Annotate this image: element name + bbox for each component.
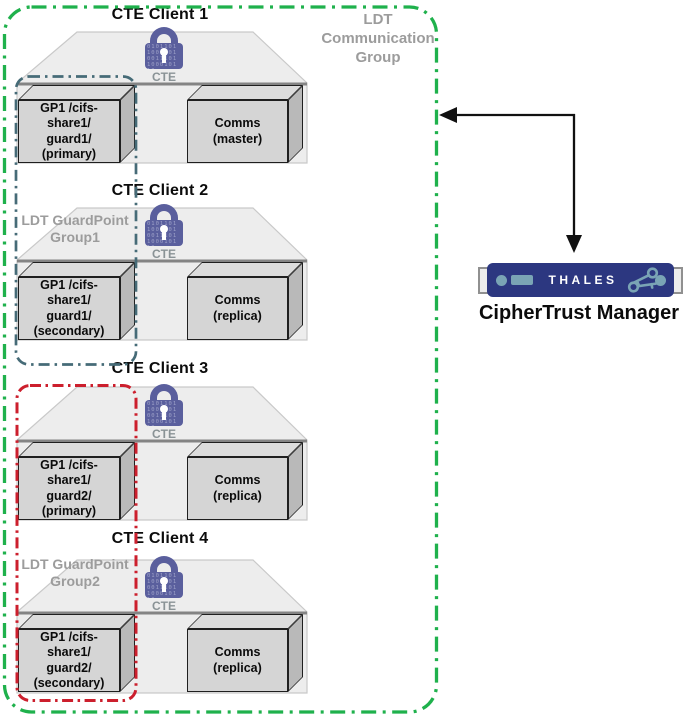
lock-body: 010110110010010011101100010110 <box>145 220 183 246</box>
led-circle-icon <box>655 274 666 286</box>
guardpoint-box-label: GP1 /cifs- share1/ guard2/ (primary) <box>40 457 98 519</box>
guardpoint-group2-label: LDT GuardPoint Group2 <box>21 556 129 589</box>
client-title: CTE Client 4 <box>111 530 209 547</box>
lock-body: 010110110010010011101100010110 <box>145 400 183 426</box>
comms-box: Comms (replica) <box>187 442 303 520</box>
cte-lock-icon: 010110110010010011101100010110 CTE <box>144 203 184 261</box>
arrowhead-down <box>566 235 582 253</box>
cte-lock-icon: 010110110010010011101100010110 CTE <box>144 26 184 84</box>
comms-box-label: Comms (replica) <box>213 293 262 323</box>
ciphertrust-manager-label: CipherTrust Manager <box>478 302 680 324</box>
comms-box: Comms (master) <box>187 85 303 163</box>
connection-arrow <box>439 107 582 253</box>
thales-logo: THALES <box>548 273 618 287</box>
guardpoint-box-label: GP1 /cifs- share1/ guard2/ (secondary) <box>33 629 105 691</box>
guardpoint-box-label: GP1 /cifs- share1/ guard1/ (secondary) <box>33 277 105 339</box>
led-circle-icon <box>496 274 507 286</box>
led-bar-icon <box>511 275 533 285</box>
arrowhead-left <box>439 107 457 123</box>
guardpoint-box-label: GP1 /cifs- share1/ guard1/ (primary) <box>40 100 98 162</box>
guardpoint-box: GP1 /cifs- share1/ guard1/ (secondary) <box>18 262 135 340</box>
client-title: CTE Client 1 <box>111 6 209 23</box>
comms-box: Comms (replica) <box>187 262 303 340</box>
cte-lock-icon: 010110110010010011101100010110 CTE <box>144 383 184 441</box>
ciphertrust-manager-appliance: THALES <box>487 263 674 297</box>
lock-body: 010110110010010011101100010110 <box>145 572 183 598</box>
cte-lock-icon: 010110110010010011101100010110 CTE <box>144 555 184 613</box>
comms-box: Comms (replica) <box>187 614 303 692</box>
lock-keyhole-stem <box>162 54 166 63</box>
lock-keyhole-stem <box>162 231 166 240</box>
client-title: CTE Client 2 <box>111 182 209 199</box>
guardpoint-box: GP1 /cifs- share1/ guard2/ (primary) <box>18 442 135 520</box>
cte-label: CTE <box>152 247 176 261</box>
keys-icon <box>627 267 659 293</box>
cte-label: CTE <box>152 70 176 84</box>
guardpoint-box: GP1 /cifs- share1/ guard2/ (secondary) <box>18 614 135 692</box>
guardpoint-group1-label: LDT GuardPoint Group1 <box>21 212 129 245</box>
comms-box-label: Comms (replica) <box>213 645 262 675</box>
guardpoint-box: GP1 /cifs- share1/ guard1/ (primary) <box>18 85 135 163</box>
communication-group-label: LDT Communication Group <box>321 11 435 66</box>
client-title: CTE Client 3 <box>111 360 209 377</box>
comms-box-label: Comms (replica) <box>213 473 262 503</box>
lock-body: 010110110010010011101100010110 <box>145 43 183 69</box>
cte-label: CTE <box>152 599 176 613</box>
cte-label: CTE <box>152 427 176 441</box>
comms-box-label: Comms (master) <box>212 116 263 146</box>
lock-keyhole-stem <box>162 583 166 592</box>
lock-keyhole-stem <box>162 411 166 420</box>
